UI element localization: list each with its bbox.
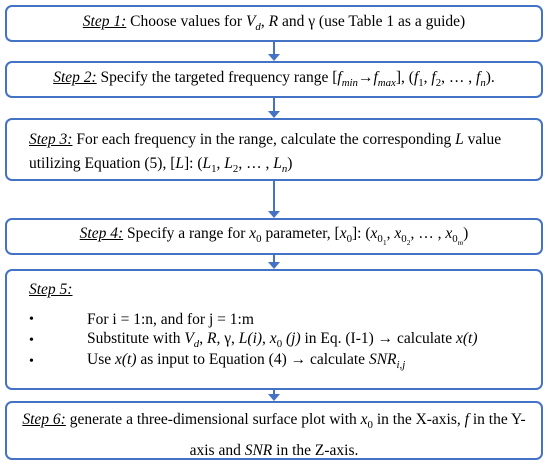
step-4-box: Step 4: Specify a range for x0 parameter… (5, 218, 543, 255)
step-6-label: Step 6: (22, 411, 66, 428)
step-2-box: Step 2: Specify the targeted frequency r… (5, 61, 543, 98)
step-3-box: Step 3: For each frequency in the range,… (5, 118, 543, 181)
arrow-2-3 (268, 98, 280, 118)
step-3-label: Step 3: (29, 131, 73, 148)
step-2-text: Step 2: Specify the targeted frequency r… (53, 69, 495, 90)
step-4-label: Step 4: (79, 225, 124, 243)
bullet: • (29, 353, 34, 369)
step-1-label: Step 1: (82, 13, 127, 31)
arrow-5-6 (268, 390, 280, 401)
list-item: • Substitute with Vd, R, γ, L(i), x0 (j)… (29, 330, 478, 351)
step-3-text: Step 3: For each frequency in the range,… (29, 131, 502, 176)
arrow-3-4 (268, 181, 280, 218)
step-5-label: Step 5: (29, 281, 73, 298)
step-5-box: Step 5: • For i = 1:n, and for j = 1:m •… (5, 269, 543, 390)
arrow-1-2 (268, 42, 280, 61)
step-2-label: Step 2: (53, 69, 97, 87)
list-item: • Use x(t) as input to Equation (4) → ca… (29, 351, 406, 372)
step-1-text: Step 1: Choose values for Vd, R and γ (u… (82, 13, 466, 34)
step-6-text: Step 6: generate a three-dimensional sur… (22, 411, 526, 460)
bullet: • (29, 332, 34, 348)
step-5-list: • For i = 1:n, and for j = 1:m • Substit… (29, 309, 527, 372)
step-1-box: Step 1: Choose values for Vd, R and γ (u… (5, 5, 543, 42)
bullet: • (29, 311, 34, 327)
arrow-4-5 (268, 255, 280, 269)
step-4-text: Step 4: Specify a range for x0 parameter… (79, 225, 469, 248)
step-6-box: Step 6: generate a three-dimensional sur… (5, 401, 543, 460)
list-item: • For i = 1:n, and for j = 1:m (29, 310, 254, 328)
